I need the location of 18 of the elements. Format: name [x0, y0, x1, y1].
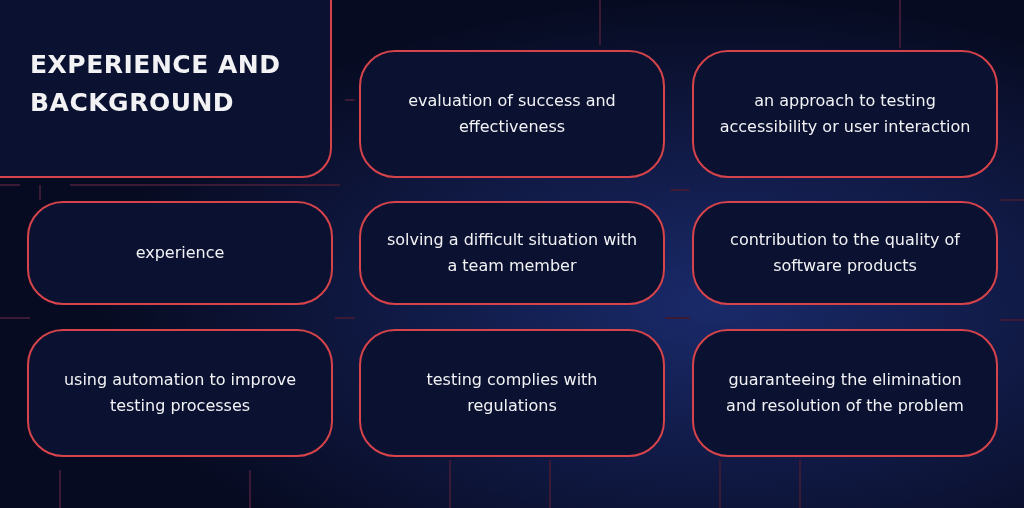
card-text: testing complies with regulations: [425, 369, 599, 417]
card-text: solving a difficult situation with a team member: [385, 229, 639, 277]
card-text: evaluation of success and effectiveness: [407, 90, 617, 138]
card: [359, 329, 665, 457]
card: [27, 201, 333, 305]
card: [692, 50, 998, 178]
heading-text: EXPERIENCE AND BACKGROUND: [30, 49, 282, 119]
card: [27, 329, 333, 457]
card: [359, 50, 665, 178]
heading-panel: [0, 0, 332, 178]
card: [692, 329, 998, 457]
card-text: guaranteeing the elimination and resolution of the problem: [725, 369, 965, 417]
card-text: contribution to the quality of software products: [729, 229, 962, 277]
card: [359, 201, 665, 305]
card-text: an approach to testing accessibility or user interaction: [718, 90, 972, 138]
card: [692, 201, 998, 305]
card-text: using automation to improve testing processes: [62, 369, 298, 417]
card-text: experience: [135, 242, 225, 264]
